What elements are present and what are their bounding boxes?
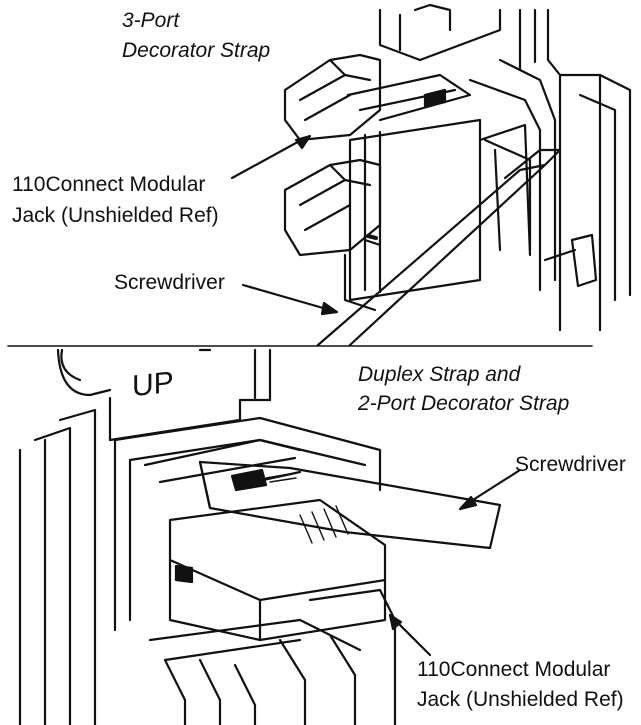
bottom-title-line1: Duplex Strap and [358,363,521,386]
top-leader-arrows [230,134,339,316]
top-jack-label-line2: Jack (Unshielded Ref) [12,204,219,227]
bottom-tool-label: Screwdriver [515,453,626,476]
bottom-leader-arrows [388,468,522,657]
top-jack-label-line1: 110Connect Modular [12,173,206,196]
bottom-title-line2: 2-Port Decorator Strap [358,392,570,415]
top-wall-plate [518,8,632,332]
top-jack-upper [283,53,472,142]
top-title-line1: 3-Port [122,9,180,32]
bottom-latch [143,438,302,492]
bottom-jack-contacts [148,588,397,725]
bottom-jack-label-line2: Jack (Unshielded Ref) [417,688,624,711]
bottom-drawing [18,348,522,725]
top-jack-lower [283,118,482,302]
top-tool-label: Screwdriver [114,271,225,294]
top-title-line2: Decorator Strap [122,39,271,62]
bottom-screwdriver [198,460,502,550]
bottom-wall-plate [18,348,272,725]
bottom-jack-label-line1: 110Connect Modular [417,658,611,681]
top-screwdriver [316,148,562,347]
top-strap-frame [378,3,598,292]
bottom-strap-frame [113,416,382,632]
bottom-embossed-up: UP [132,365,174,404]
bottom-jack [168,498,387,642]
top-latch [343,123,532,312]
top-drawing [230,3,632,347]
